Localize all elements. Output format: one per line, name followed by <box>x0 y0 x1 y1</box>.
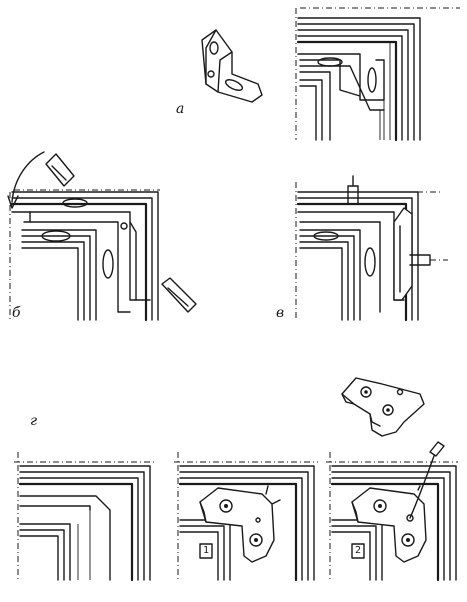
label-a: а <box>176 101 185 117</box>
panel-g-corner-step-2 <box>326 441 458 582</box>
panel-g-corner-plain <box>14 452 156 582</box>
panel-v-frame-corner <box>295 175 448 322</box>
label-g: г <box>30 413 38 429</box>
panel-b-frame-corner <box>7 151 197 322</box>
panel-g-corner-step-1 <box>174 452 318 582</box>
label-v: в <box>276 305 285 321</box>
panel-a-frame-corner <box>295 7 460 142</box>
step-tag-2: 2 <box>355 545 362 556</box>
panel-g-corner-plate <box>341 377 425 437</box>
step-tag-1: 1 <box>203 545 210 556</box>
label-b: б <box>12 305 21 321</box>
panel-a-angle-bracket <box>201 29 263 103</box>
